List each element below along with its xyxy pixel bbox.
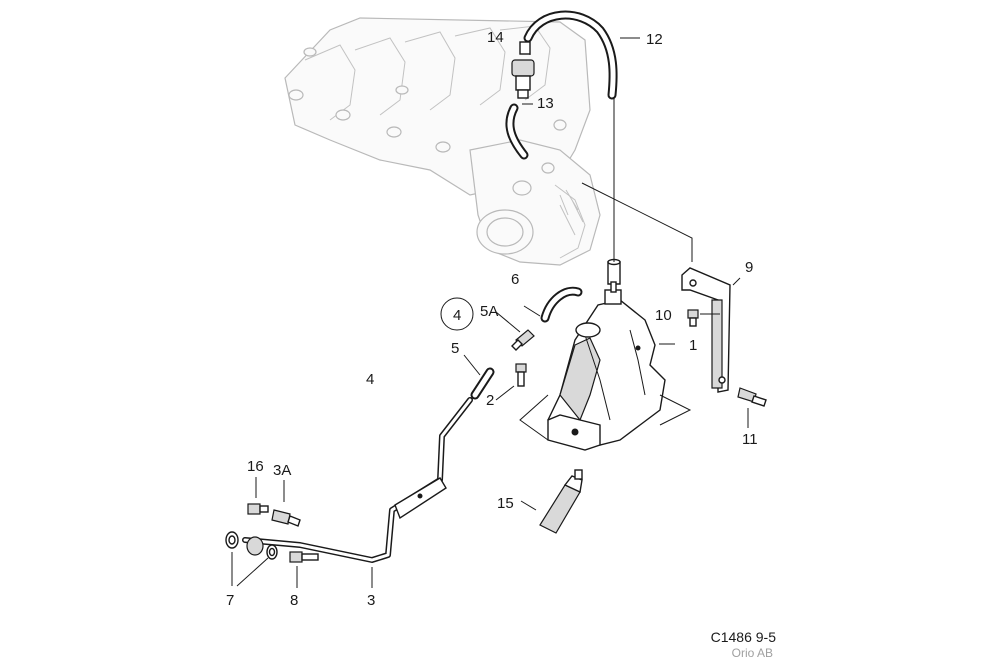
callout-6: 6 bbox=[511, 271, 519, 288]
hose-13 bbox=[505, 103, 529, 160]
callout-3: 3 bbox=[367, 592, 375, 609]
callout-7: 7 bbox=[226, 592, 234, 609]
callout-12: 12 bbox=[646, 31, 663, 48]
callout-1: 1 bbox=[689, 337, 697, 354]
fitting-11 bbox=[737, 387, 767, 407]
callout-8: 8 bbox=[290, 592, 298, 609]
fitting-16 bbox=[247, 503, 269, 515]
callout-4: 4 bbox=[366, 371, 374, 388]
callout-labels: 14 12 13 9 6 4 5A 10 1 5 4 2 11 16 3A 15… bbox=[226, 29, 758, 609]
banjo-fitting bbox=[246, 536, 264, 556]
hose-5 bbox=[470, 367, 495, 400]
callout-16: 16 bbox=[247, 458, 264, 475]
callout-14: 14 bbox=[487, 29, 504, 46]
nut-3a bbox=[271, 509, 301, 527]
nipple-5a bbox=[511, 329, 535, 351]
callout-3a: 3A bbox=[273, 462, 291, 479]
callout-2: 2 bbox=[486, 392, 494, 409]
leader-lines bbox=[231, 37, 749, 588]
callout-5: 5 bbox=[451, 340, 459, 357]
intake-manifold-ghost bbox=[284, 17, 601, 266]
sealant-tube-15 bbox=[539, 469, 583, 534]
bolt-8 bbox=[289, 551, 319, 563]
bracket-9 bbox=[681, 267, 731, 393]
callout-13: 13 bbox=[537, 95, 554, 112]
washer-7a bbox=[225, 531, 239, 549]
bolt-10 bbox=[687, 309, 699, 327]
breather-hose-12-end bbox=[607, 245, 621, 285]
oil-separator-1 bbox=[519, 281, 692, 451]
callout-15: 15 bbox=[497, 495, 514, 512]
breather-hose-12 bbox=[523, 10, 618, 100]
reference-line bbox=[581, 182, 693, 262]
washer-7b bbox=[266, 544, 278, 560]
group-reference-circle bbox=[440, 297, 474, 331]
elbow-hose-6 bbox=[540, 286, 583, 323]
callout-9: 9 bbox=[745, 259, 753, 276]
figure-code: C1486 9-5 bbox=[710, 629, 776, 645]
callout-11: 11 bbox=[742, 431, 758, 448]
bolt-2 bbox=[515, 363, 527, 387]
callout-10: 10 bbox=[655, 307, 672, 324]
callout-4-circled: 4 bbox=[453, 307, 461, 324]
pipe-3 bbox=[242, 397, 473, 563]
callout-5a: 5A bbox=[480, 303, 498, 320]
copyright-organization: Orio AB bbox=[731, 646, 773, 660]
connector-14 bbox=[511, 41, 535, 99]
